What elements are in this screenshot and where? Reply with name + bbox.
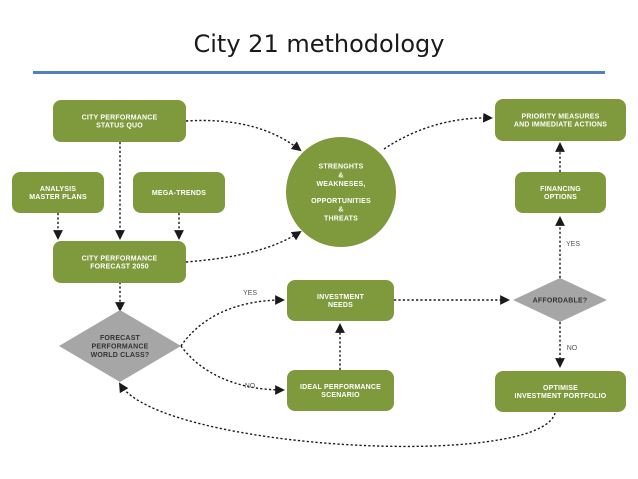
edge-label-no-ideal: NO [245, 383, 256, 390]
label-line: ANALYSIS [40, 186, 76, 193]
node-optimise-box [495, 371, 626, 412]
label-line: FORECAST 2050 [90, 264, 149, 271]
label-line: NEEDS [328, 302, 353, 309]
node-swot-label: STRENGHTS&WEAKNESES, OPPORTUNITIES&THREA… [311, 164, 371, 223]
edge-label-yes-investment: YES [243, 290, 257, 297]
edge-statusquo-swot [185, 119, 302, 152]
node-forecast-2050: CITY PERFORMANCE FORECAST 2050 [53, 241, 186, 283]
connectors [53, 112, 565, 448]
node-status-quo-label: CITY PERFORMANCE STATUS QUO [82, 114, 158, 129]
edge-worldclass-ideal [180, 345, 285, 395]
label-line: INVESTMENT [317, 294, 365, 301]
node-status-quo-box [53, 100, 186, 142]
label-line: CITY PERFORMANCE [82, 255, 158, 262]
label-line: OPPORTUNITIES [311, 198, 371, 205]
label-line: OPTIMISE [543, 385, 578, 392]
label-line: PERFORMANCE [91, 344, 148, 351]
node-status-quo: CITY PERFORMANCE STATUS QUO [53, 100, 186, 142]
edge-optimise-worldclass [118, 382, 556, 448]
label-line: & [338, 172, 343, 179]
label-line: AFFORDABLE? [533, 298, 588, 305]
node-analysis-box [12, 172, 104, 213]
label-line: STATUS QUO [96, 123, 143, 130]
node-forecast-world-class-diamond [59, 310, 181, 382]
label-line: WEAKNESES, [316, 181, 365, 188]
node-affordable: AFFORDABLE? [513, 278, 607, 322]
label-line: SCENARIO [321, 392, 360, 399]
node-forecast-2050-box [53, 241, 186, 283]
node-affordable-diamond [513, 278, 607, 322]
label-line: WORLD CLASS? [91, 352, 150, 359]
node-mega-trends: MEGA-TRENDS [133, 172, 225, 213]
node-priority-box [495, 99, 626, 141]
edge-worldclass-investment [180, 295, 285, 347]
title-underline [33, 71, 605, 74]
label-line [340, 190, 342, 197]
node-swot-circle [286, 137, 396, 247]
edge-swot-priority [383, 112, 493, 150]
edge-label-no-optimise: NO [567, 345, 578, 352]
label-line: INVESTMENT PORTFOLIO [515, 393, 607, 400]
node-mega-trends-label: MEGA-TRENDS [152, 190, 206, 197]
label-line: MEGA-TRENDS [152, 190, 206, 197]
page-title: City 21 methodology [193, 30, 445, 58]
node-priority-label: PRIORITY MEASURES AND IMMEDIATE ACTIONS [514, 113, 607, 128]
label-line: FORECAST [100, 335, 141, 342]
label-line: CITY PERFORMANCE [82, 114, 158, 121]
label-line: STRENGHTS [319, 164, 364, 171]
label-line: OPTIONS [544, 194, 577, 201]
label-line: THREATS [324, 215, 358, 222]
label-line: FINANCING [540, 186, 581, 193]
label-line: MASTER PLANS [29, 194, 87, 201]
label-line: IDEAL PERFORMANCE [300, 384, 381, 391]
node-investment-needs-box [287, 280, 394, 321]
node-affordable-label: AFFORDABLE? [533, 298, 588, 305]
node-ideal-scenario-box [287, 370, 394, 411]
edge-forecast-swot [185, 230, 302, 263]
label-line: & [338, 207, 343, 214]
label-line: PRIORITY MEASURES [522, 113, 600, 120]
edge-label-yes-financing: YES [566, 241, 580, 248]
node-priority: PRIORITY MEASURES AND IMMEDIATE ACTIONS [495, 99, 626, 141]
node-swot: STRENGHTS&WEAKNESES, OPPORTUNITIES&THREA… [286, 137, 396, 247]
node-financing-box [515, 172, 606, 213]
label-line: AND IMMEDIATE ACTIONS [514, 122, 607, 129]
node-mega-trends-box [133, 172, 225, 213]
node-forecast-2050-label: CITY PERFORMANCE FORECAST 2050 [82, 255, 158, 270]
